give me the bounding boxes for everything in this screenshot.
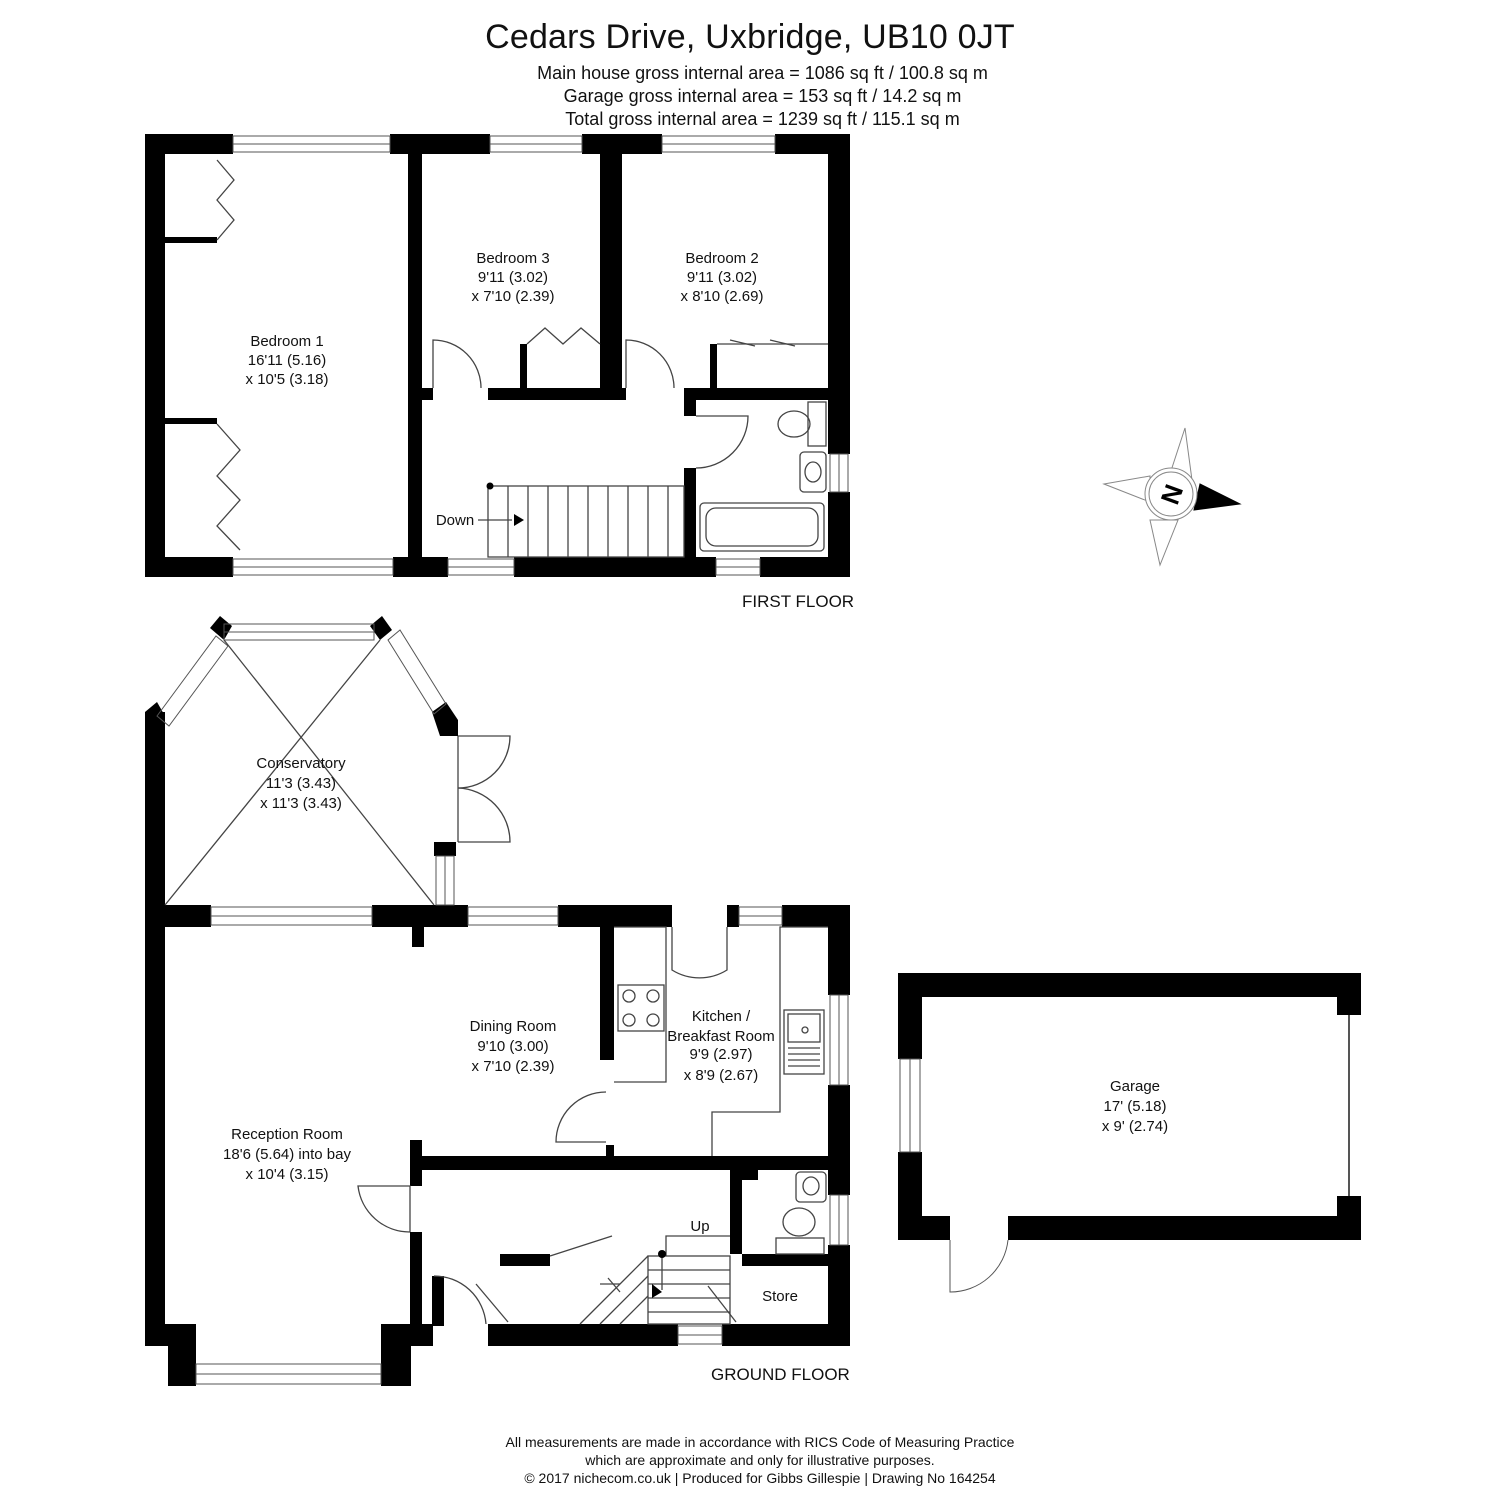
bedroom3-name: Bedroom 3 (476, 250, 549, 267)
ground-floor-fixtures (164, 639, 828, 1325)
garage-name: Garage (1110, 1078, 1160, 1095)
bedroom3-dim2: x 7'10 (2.39) (472, 288, 555, 305)
reception-dim2: x 10'4 (3.15) (246, 1166, 329, 1183)
first-floor-windows (232, 135, 849, 576)
reception-name: Reception Room (231, 1126, 343, 1143)
garage-dim1: 17' (5.18) (1104, 1098, 1167, 1115)
store-name: Store (762, 1288, 798, 1305)
bedroom1-dim1: 16'11 (5.16) (248, 352, 326, 369)
kitchen-name-1: Kitchen / (692, 1008, 751, 1025)
footer-line-3: © 2017 nichecom.co.uk | Produced for Gib… (524, 1470, 996, 1486)
garage-dim2: x 9' (2.74) (1102, 1118, 1168, 1135)
footer-line-1: All measurements are made in accordance … (505, 1434, 1015, 1450)
plan-title: Cedars Drive, Uxbridge, UB10 0JT (485, 18, 1015, 56)
bedroom2-dim1: 9'11 (3.02) (687, 269, 757, 286)
up-arrow-icon (652, 1284, 662, 1298)
stairs-down-label: Down (436, 512, 474, 529)
bedroom1-dim2: x 10'5 (3.18) (246, 371, 329, 388)
conservatory-dim1: 11'3 (3.43) (266, 775, 336, 792)
compass-rose-icon: N (1102, 427, 1242, 567)
bedroom2-dim2: x 8'10 (2.69) (681, 288, 764, 305)
stairs-up-label: Up (690, 1218, 709, 1235)
kitchen-dim1: 9'9 (2.97) (690, 1046, 753, 1063)
bedroom2-name: Bedroom 2 (685, 250, 758, 267)
conservatory-name: Conservatory (256, 755, 346, 772)
ground-floor-label: GROUND FLOOR (711, 1365, 850, 1384)
first-floor-fixtures (216, 159, 828, 558)
garage-details (899, 1015, 1350, 1293)
kitchen-name-2: Breakfast Room (667, 1028, 775, 1045)
total-area: Total gross internal area = 1239 sq ft /… (565, 109, 960, 129)
kitchen-dim2: x 8'9 (2.67) (684, 1067, 759, 1084)
bedroom1-name: Bedroom 1 (250, 333, 323, 350)
bedroom3-dim1: 9'11 (3.02) (478, 269, 548, 286)
down-arrow-icon (514, 514, 524, 526)
ground-floor-windows (156, 623, 849, 1385)
reception-dim1: 18'6 (5.64) into bay (223, 1146, 351, 1163)
conservatory-dim2: x 11'3 (3.43) (260, 795, 342, 812)
ground-floor-plan (145, 616, 850, 1386)
main-house-area: Main house gross internal area = 1086 sq… (537, 63, 988, 83)
garage-plan (898, 973, 1361, 1240)
first-floor-plan (145, 134, 850, 577)
dining-name: Dining Room (470, 1018, 557, 1035)
footer-line-2: which are approximate and only for illus… (585, 1452, 935, 1468)
first-floor-label: FIRST FLOOR (742, 592, 854, 611)
dining-dim1: 9'10 (3.00) (477, 1038, 548, 1055)
garage-area: Garage gross internal area = 153 sq ft /… (563, 86, 962, 106)
dining-dim2: x 7'10 (2.39) (472, 1058, 555, 1075)
